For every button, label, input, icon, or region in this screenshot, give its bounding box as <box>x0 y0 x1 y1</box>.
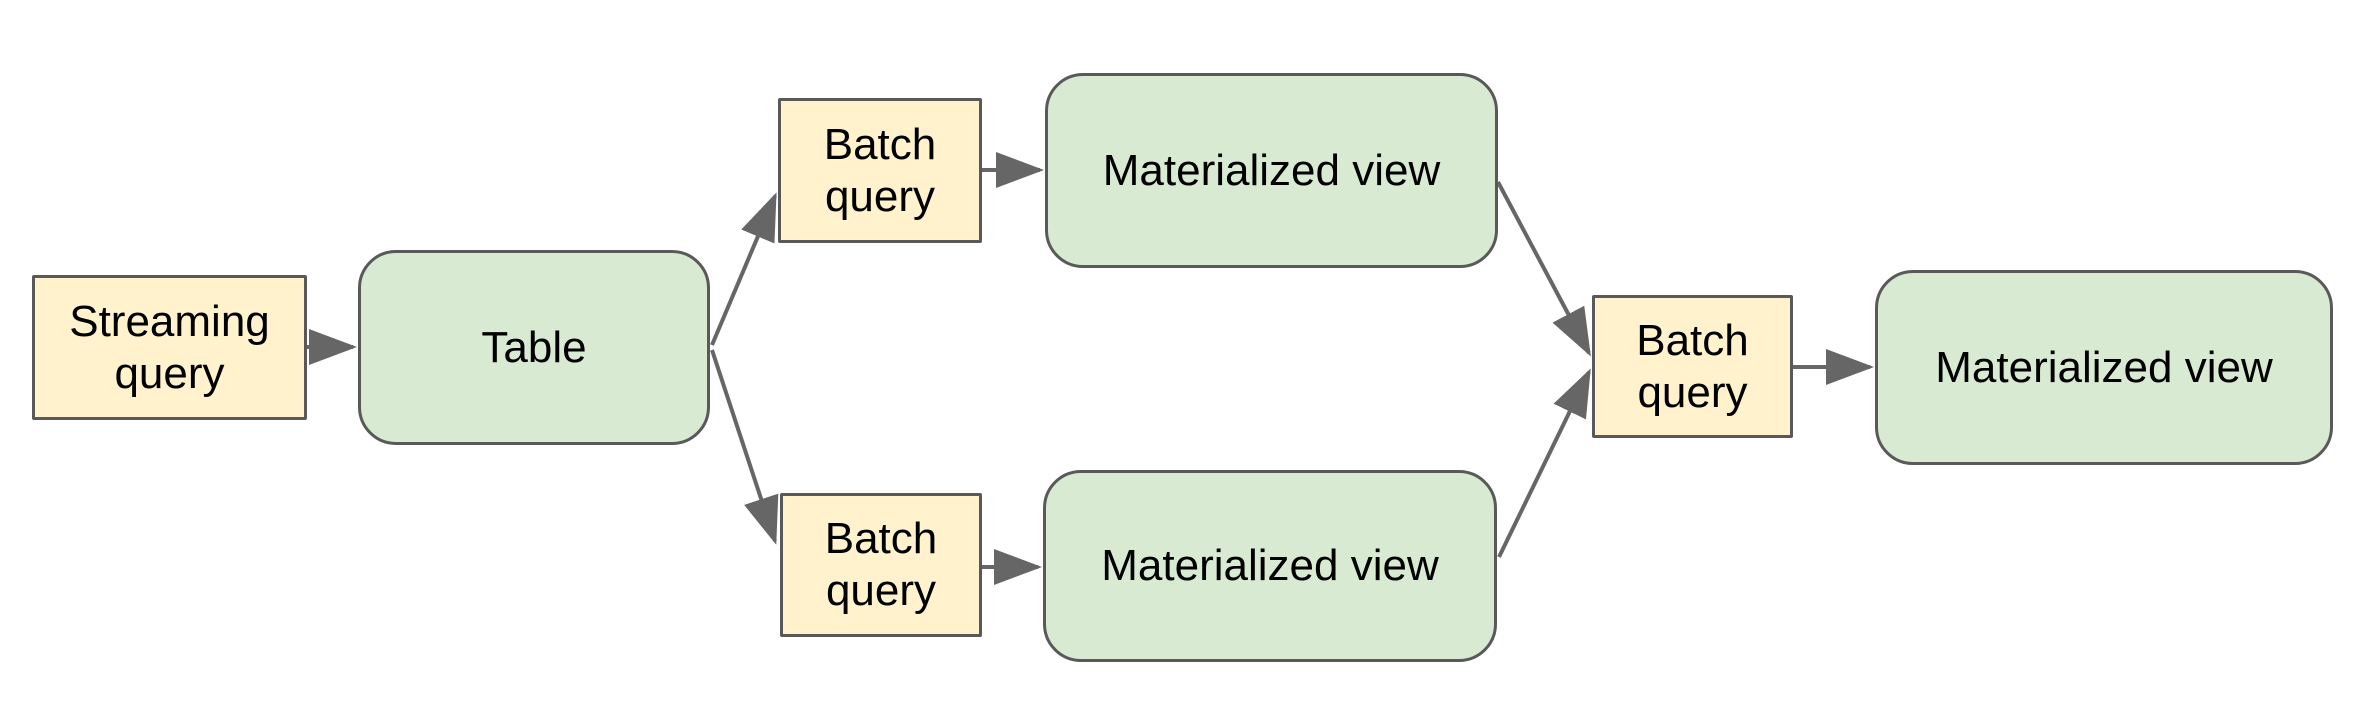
node-materialized-view-top-label: Materialized view <box>1102 145 1441 195</box>
connector-materialized-view-bottom-to-batch-query-right <box>1497 368 1591 558</box>
connector-materialized-view-top-to-batch-query-right <box>1496 181 1591 357</box>
node-materialized-view-final-label: Materialized view <box>1935 342 2273 392</box>
node-batch-query-top-label: Batch query <box>823 119 937 221</box>
node-streaming-query: Streaming query <box>32 275 307 420</box>
node-streaming-query-label: Streaming query <box>69 296 270 398</box>
node-batch-query-right-label: Batch query <box>1636 315 1749 417</box>
node-batch-query-right: Batch query <box>1592 295 1793 438</box>
node-materialized-view-final: Materialized view <box>1875 270 2333 465</box>
node-materialized-view-bottom-label: Materialized view <box>1101 541 1439 591</box>
node-materialized-view-top: Materialized view <box>1045 73 1498 268</box>
connector-table-to-batch-query-top <box>710 192 777 346</box>
node-materialized-view-bottom: Materialized view <box>1043 470 1497 662</box>
connector-table-to-batch-query-bottom <box>710 349 779 545</box>
node-batch-query-bottom-label: Batch query <box>824 514 938 615</box>
node-batch-query-top: Batch query <box>778 98 982 243</box>
node-table: Table <box>358 250 710 445</box>
node-table-label: Table <box>481 322 587 372</box>
node-batch-query-bottom: Batch query <box>780 493 982 637</box>
